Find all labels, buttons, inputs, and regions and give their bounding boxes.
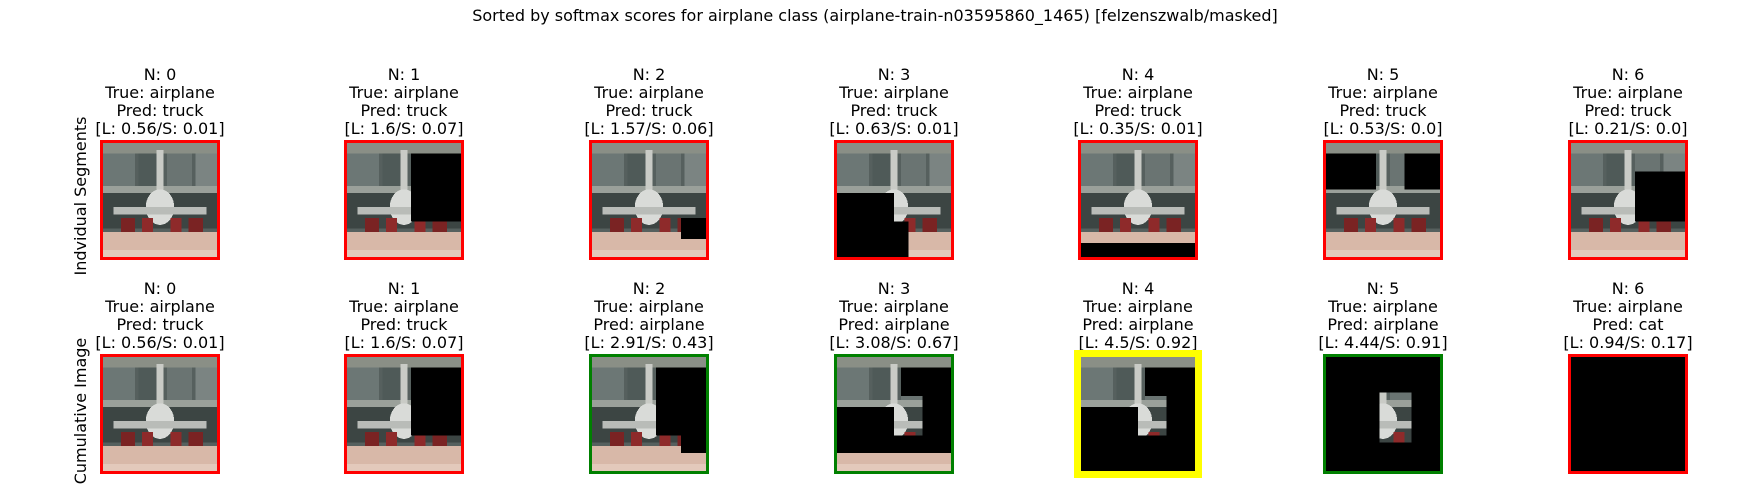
panel-image bbox=[589, 354, 709, 474]
panel-title-n: N: 1 bbox=[387, 65, 421, 84]
panel-title-scores: [L: 0.56/S: 0.01] bbox=[95, 119, 225, 138]
panel-title-n: N: 1 bbox=[387, 279, 421, 298]
panel-title-scores: [L: 0.21/S: 0.0] bbox=[1568, 119, 1688, 138]
panel-title-pred: Pred: truck bbox=[605, 101, 693, 120]
panel-title-pred: Pred: airplane bbox=[1327, 315, 1439, 334]
panel-title-true: True: airplane bbox=[839, 297, 949, 316]
panel-title-scores: [L: 0.94/S: 0.17] bbox=[1563, 333, 1693, 352]
panel-title-pred: Pred: truck bbox=[1339, 101, 1427, 120]
panel-title-true: True: airplane bbox=[349, 297, 459, 316]
row-label-individual-segments: Indvidual Segments bbox=[71, 116, 90, 276]
panel-image bbox=[1323, 140, 1443, 260]
panel-title-pred: Pred: truck bbox=[360, 315, 448, 334]
row-label-cumulative-image: Cumulative Image bbox=[71, 337, 90, 485]
panel-title-true: True: airplane bbox=[1328, 83, 1438, 102]
panel-title-n: N: 2 bbox=[632, 279, 666, 298]
panel-title-true: True: airplane bbox=[105, 297, 215, 316]
panel-title-scores: [L: 0.35/S: 0.01] bbox=[1073, 119, 1203, 138]
panel-title-scores: [L: 4.44/S: 0.91] bbox=[1318, 333, 1448, 352]
panel-title-pred: Pred: truck bbox=[850, 101, 938, 120]
panel-title-true: True: airplane bbox=[594, 297, 704, 316]
panel-image bbox=[344, 354, 464, 474]
panel-image bbox=[589, 140, 709, 260]
panel-title-true: True: airplane bbox=[105, 83, 215, 102]
panel-title-true: True: airplane bbox=[349, 83, 459, 102]
panel-title-true: True: airplane bbox=[839, 83, 949, 102]
panel-image bbox=[100, 354, 220, 474]
panel-title-true: True: airplane bbox=[594, 83, 704, 102]
panel-image bbox=[1074, 350, 1202, 478]
panel-title-pred: Pred: airplane bbox=[1082, 315, 1194, 334]
panel-image bbox=[344, 140, 464, 260]
panel-title-true: True: airplane bbox=[1573, 83, 1683, 102]
panel-title-scores: [L: 3.08/S: 0.67] bbox=[829, 333, 959, 352]
panel-title-pred: Pred: truck bbox=[116, 315, 204, 334]
panel-title-true: True: airplane bbox=[1573, 297, 1683, 316]
panel-title-n: N: 6 bbox=[1611, 279, 1645, 298]
panel-title-pred: Pred: airplane bbox=[593, 315, 705, 334]
panel-title-true: True: airplane bbox=[1083, 297, 1193, 316]
panel-image bbox=[1323, 354, 1443, 474]
panel-title-n: N: 3 bbox=[877, 279, 911, 298]
panel-title-scores: [L: 0.53/S: 0.0] bbox=[1323, 119, 1443, 138]
panel-image bbox=[1078, 140, 1198, 260]
panel-image bbox=[1568, 140, 1688, 260]
panel-title-pred: Pred: truck bbox=[116, 101, 204, 120]
panel-title-scores: [L: 1.57/S: 0.06] bbox=[584, 119, 714, 138]
panel-title-n: N: 4 bbox=[1121, 279, 1155, 298]
panel-title-pred: Pred: truck bbox=[1584, 101, 1672, 120]
panel-image bbox=[834, 354, 954, 474]
panel-image bbox=[1568, 354, 1688, 474]
panel-title-n: N: 6 bbox=[1611, 65, 1645, 84]
panel-title-n: N: 4 bbox=[1121, 65, 1155, 84]
panel-title-n: N: 0 bbox=[143, 65, 177, 84]
panel-title-n: N: 5 bbox=[1366, 65, 1400, 84]
panel-title-pred: Pred: airplane bbox=[838, 315, 950, 334]
panel-title-n: N: 2 bbox=[632, 65, 666, 84]
panel-title-pred: Pred: truck bbox=[360, 101, 448, 120]
panel-image bbox=[834, 140, 954, 260]
panel-title-n: N: 0 bbox=[143, 279, 177, 298]
panel-title-true: True: airplane bbox=[1328, 297, 1438, 316]
figure-title: Sorted by softmax scores for airplane cl… bbox=[472, 6, 1278, 25]
panel-title-n: N: 3 bbox=[877, 65, 911, 84]
panel-title-pred: Pred: cat bbox=[1592, 315, 1664, 334]
panel-title-scores: [L: 0.63/S: 0.01] bbox=[829, 119, 959, 138]
panel-title-scores: [L: 1.6/S: 0.07] bbox=[344, 333, 464, 352]
panel-title-n: N: 5 bbox=[1366, 279, 1400, 298]
panel-title-scores: [L: 2.91/S: 0.43] bbox=[584, 333, 714, 352]
panel-title-true: True: airplane bbox=[1083, 83, 1193, 102]
panel-title-scores: [L: 4.5/S: 0.92] bbox=[1078, 333, 1198, 352]
panel-image bbox=[100, 140, 220, 260]
panel-title-scores: [L: 1.6/S: 0.07] bbox=[344, 119, 464, 138]
panel-title-scores: [L: 0.56/S: 0.01] bbox=[95, 333, 225, 352]
panel-title-pred: Pred: truck bbox=[1094, 101, 1182, 120]
